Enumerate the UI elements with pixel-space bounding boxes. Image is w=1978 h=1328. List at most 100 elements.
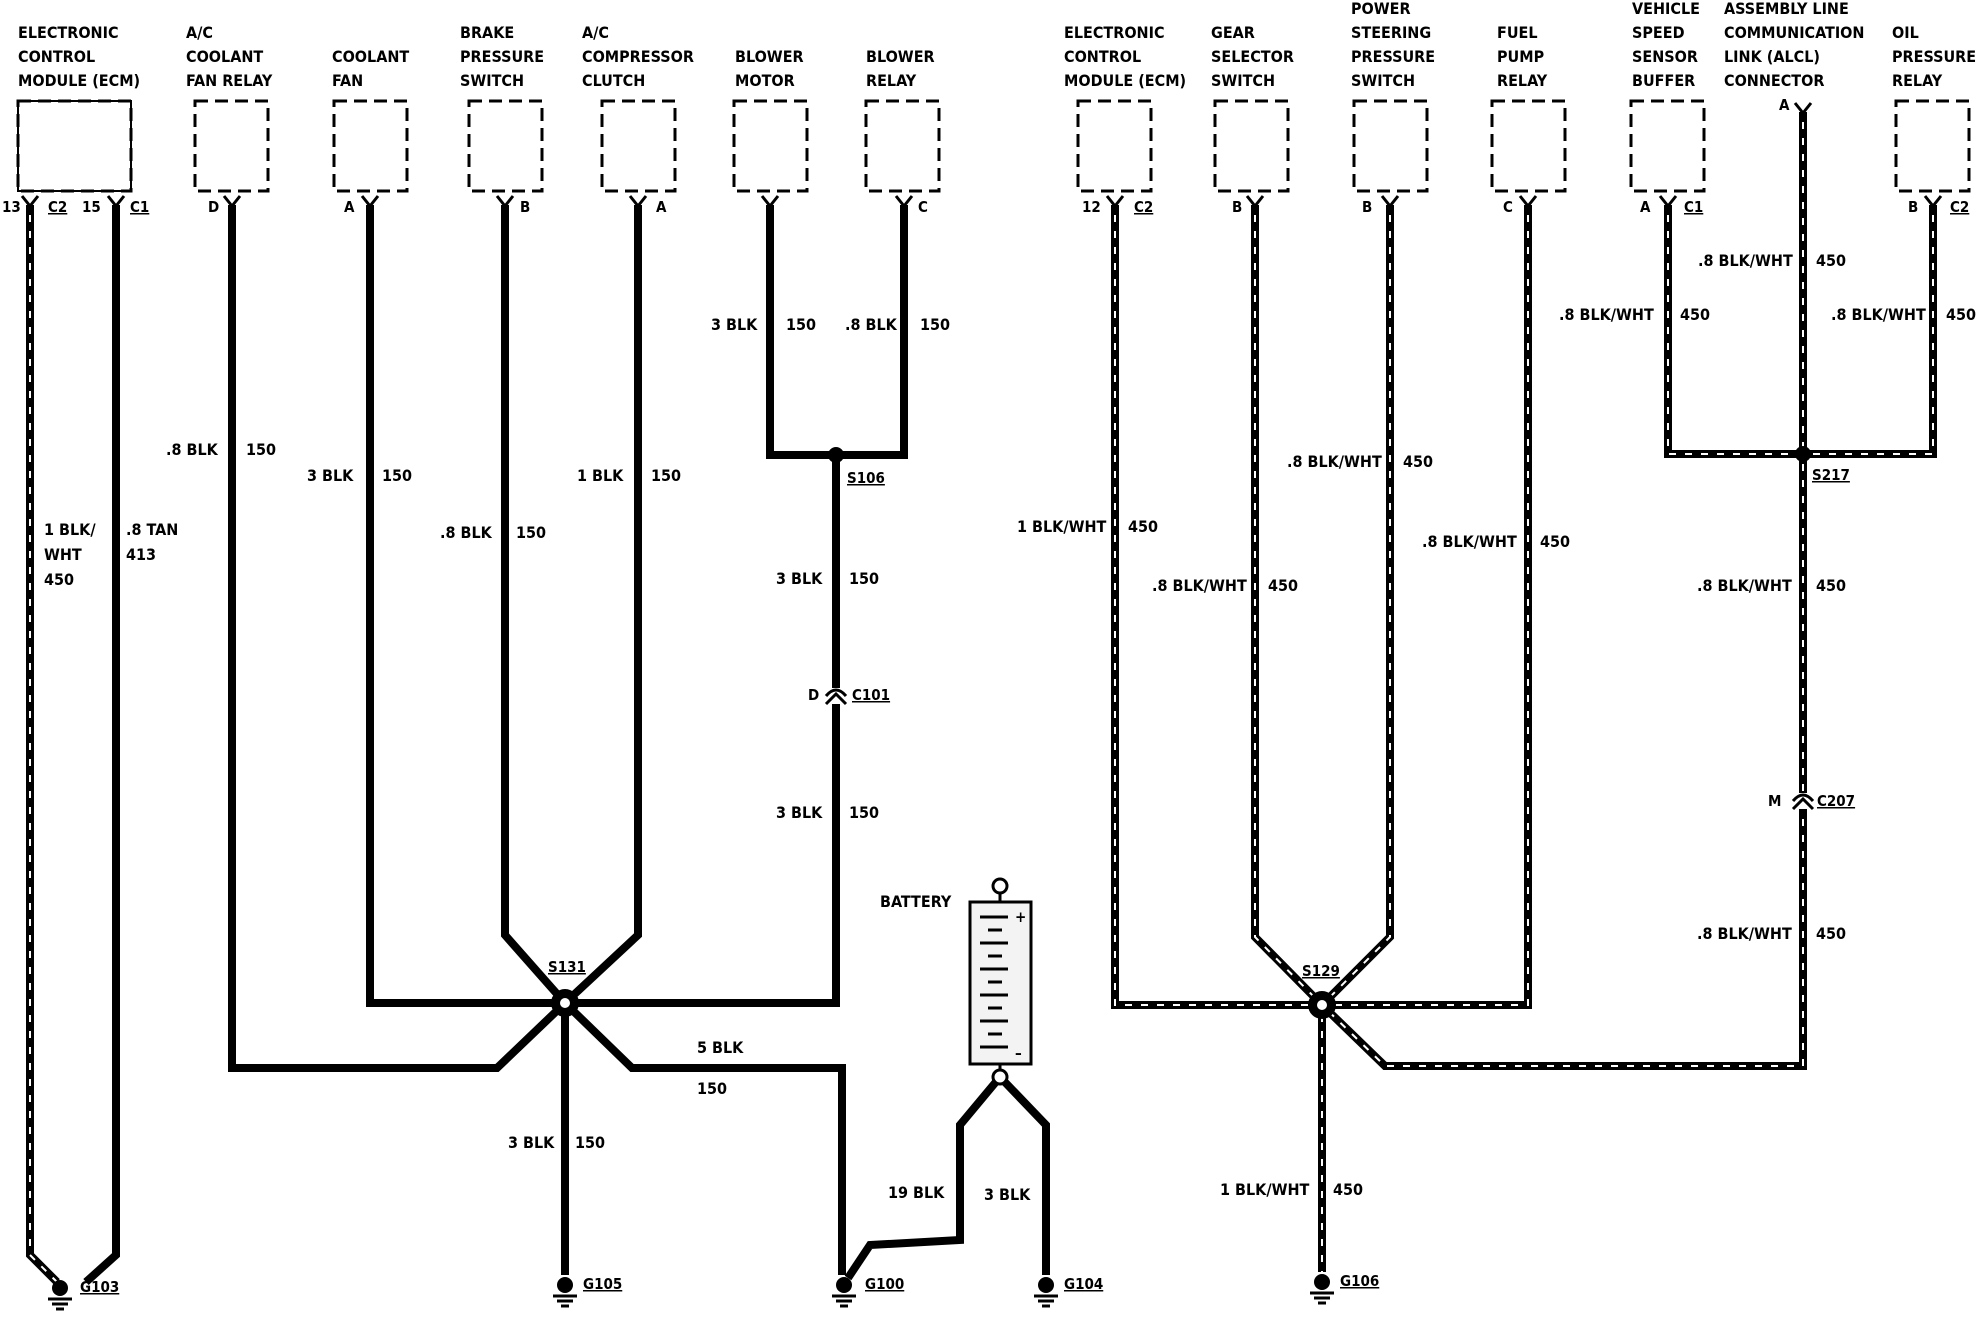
svg-text:C: C bbox=[918, 198, 928, 216]
svg-text:G105: G105 bbox=[583, 1275, 622, 1293]
ground-g100: G100 bbox=[832, 1275, 904, 1308]
svg-text:C2: C2 bbox=[1950, 198, 1969, 216]
svg-text:450: 450 bbox=[1680, 305, 1710, 324]
svg-text:A: A bbox=[344, 198, 355, 216]
svg-text:GEAR: GEAR bbox=[1211, 23, 1255, 42]
wire-blower-relay-s106 bbox=[836, 205, 908, 459]
svg-text:450: 450 bbox=[1540, 532, 1570, 551]
svg-text:A: A bbox=[1779, 96, 1790, 114]
ground-g105: G105 bbox=[553, 1275, 622, 1308]
svg-text:150: 150 bbox=[786, 315, 816, 334]
svg-text:A: A bbox=[1640, 198, 1651, 216]
svg-text:ELECTRONIC: ELECTRONIC bbox=[1064, 23, 1165, 42]
svg-text:LINK (ALCL): LINK (ALCL) bbox=[1724, 47, 1820, 66]
svg-text:.8 BLK/WHT: .8 BLK/WHT bbox=[1697, 924, 1792, 943]
svg-text:RELAY: RELAY bbox=[1892, 71, 1943, 90]
wire-labels: 1 BLK/ WHT 450 .8 TAN 413 .8 BLK 150 3 B… bbox=[44, 251, 1976, 1204]
svg-text:.8 BLK/WHT: .8 BLK/WHT bbox=[1698, 251, 1793, 270]
pin-labels: 13 C2 15 C1 D A B A C 12 C2 B B C A C1 A… bbox=[2, 96, 1969, 216]
svg-text:MOTOR: MOTOR bbox=[735, 71, 795, 90]
alcl-connector-label: ASSEMBLY LINE COMMUNICATION LINK (ALCL) … bbox=[1724, 0, 1864, 90]
wire-gear-selector-s129 bbox=[1251, 205, 1325, 1008]
coolant-fan-label: COOLANT FAN bbox=[332, 47, 409, 90]
svg-text:BUFFER: BUFFER bbox=[1632, 71, 1695, 90]
ecm-left-label: ELECTRONIC CONTROL MODULE (ECM) bbox=[18, 23, 140, 90]
svg-text:5 BLK: 5 BLK bbox=[697, 1038, 744, 1057]
svg-text:C: C bbox=[1503, 198, 1513, 216]
svg-text:B: B bbox=[1232, 198, 1242, 216]
svg-text:450: 450 bbox=[1268, 576, 1298, 595]
right-wires bbox=[1111, 112, 1937, 1272]
svg-text:C2: C2 bbox=[1134, 198, 1153, 216]
svg-text:MODULE (ECM): MODULE (ECM) bbox=[1064, 71, 1186, 90]
ground-g103: G103 bbox=[48, 1278, 119, 1311]
svg-text:150: 150 bbox=[382, 466, 412, 485]
svg-text:+: + bbox=[1015, 908, 1026, 926]
svg-text:C2: C2 bbox=[48, 198, 67, 216]
svg-text:.8 BLK/WHT: .8 BLK/WHT bbox=[1422, 532, 1517, 551]
svg-text:450: 450 bbox=[1128, 517, 1158, 536]
svg-text:3 BLK: 3 BLK bbox=[984, 1185, 1031, 1204]
splice-s106 bbox=[828, 447, 844, 463]
ground-g106: G106 bbox=[1310, 1272, 1379, 1305]
svg-text:1 BLK: 1 BLK bbox=[577, 466, 624, 485]
ac-compressor-clutch-label: A/C COMPRESSOR CLUTCH bbox=[582, 23, 694, 90]
svg-text:.8 BLK/WHT: .8 BLK/WHT bbox=[1559, 305, 1654, 324]
svg-text:CLUTCH: CLUTCH bbox=[582, 71, 645, 90]
pin-terminals bbox=[20, 102, 1943, 209]
svg-text:SWITCH: SWITCH bbox=[1351, 71, 1415, 90]
svg-text:FAN RELAY: FAN RELAY bbox=[186, 71, 273, 90]
svg-text:450: 450 bbox=[1333, 1180, 1363, 1199]
svg-text:3 BLK: 3 BLK bbox=[776, 569, 823, 588]
wire-ac-relay-s131 bbox=[228, 205, 568, 1072]
svg-text:.8 BLK: .8 BLK bbox=[845, 315, 898, 334]
svg-text:RELAY: RELAY bbox=[1497, 71, 1548, 90]
svg-text:A: A bbox=[656, 198, 667, 216]
svg-text:RELAY: RELAY bbox=[866, 71, 917, 90]
svg-text:CONTROL: CONTROL bbox=[1064, 47, 1141, 66]
svg-text:1 BLK/: 1 BLK/ bbox=[44, 520, 96, 539]
wire-c101-s131 bbox=[565, 704, 840, 1007]
wire-fuel-pump-s129 bbox=[1322, 205, 1532, 1009]
wire-ecm12-s129 bbox=[1111, 205, 1322, 1009]
component-labels: ELECTRONIC CONTROL MODULE (ECM) A/C COOL… bbox=[18, 0, 1976, 90]
wire-ecm15-g103 bbox=[83, 205, 120, 1285]
svg-text:B: B bbox=[520, 198, 530, 216]
svg-text:VEHICLE: VEHICLE bbox=[1632, 0, 1700, 18]
svg-text:COOLANT: COOLANT bbox=[186, 47, 263, 66]
oil-pressure-relay-label: OIL PRESSURE RELAY bbox=[1892, 23, 1976, 90]
svg-text:PRESSURE: PRESSURE bbox=[1351, 47, 1435, 66]
svg-text:3 BLK: 3 BLK bbox=[508, 1133, 555, 1152]
svg-text:PRESSURE: PRESSURE bbox=[1892, 47, 1976, 66]
blower-relay-label: BLOWER RELAY bbox=[866, 47, 935, 90]
svg-text:15: 15 bbox=[82, 198, 101, 216]
svg-text:.8 BLK: .8 BLK bbox=[166, 440, 219, 459]
svg-text:PUMP: PUMP bbox=[1497, 47, 1544, 66]
svg-text:.8 BLK/WHT: .8 BLK/WHT bbox=[1287, 452, 1382, 471]
svg-text:450: 450 bbox=[1946, 305, 1976, 324]
svg-text:G104: G104 bbox=[1064, 1275, 1103, 1293]
svg-text:.8 BLK/WHT: .8 BLK/WHT bbox=[1697, 576, 1792, 595]
power-steering-pressure-switch-label: POWER STEERING PRESSURE SWITCH bbox=[1351, 0, 1435, 90]
svg-text:C1: C1 bbox=[1684, 198, 1703, 216]
svg-text:19 BLK: 19 BLK bbox=[888, 1183, 945, 1202]
svg-text:1 BLK/WHT: 1 BLK/WHT bbox=[1220, 1180, 1310, 1199]
svg-text:450: 450 bbox=[1816, 576, 1846, 595]
wire-battery-g104 bbox=[997, 1074, 1050, 1275]
svg-text:BRAKE: BRAKE bbox=[460, 23, 514, 42]
svg-text:150: 150 bbox=[697, 1079, 727, 1098]
svg-text:B: B bbox=[1908, 198, 1918, 216]
svg-text:3 BLK: 3 BLK bbox=[307, 466, 354, 485]
connector-c101: D C101 bbox=[808, 686, 890, 706]
svg-text:SENSOR: SENSOR bbox=[1632, 47, 1698, 66]
inline-connectors: D C101 M C207 bbox=[808, 686, 1855, 811]
svg-text:150: 150 bbox=[920, 315, 950, 334]
fuel-pump-relay-label: FUEL PUMP RELAY bbox=[1497, 23, 1548, 90]
svg-text:D: D bbox=[208, 198, 219, 216]
wire-oil-relay-s217 bbox=[1803, 205, 1937, 458]
ac-coolant-fan-relay-label: A/C COOLANT FAN RELAY bbox=[186, 23, 273, 90]
grounds: G103 G105 G100 G104 G106 bbox=[48, 1272, 1379, 1311]
svg-text:1 BLK/WHT: 1 BLK/WHT bbox=[1017, 517, 1107, 536]
svg-text:C207: C207 bbox=[1817, 792, 1855, 810]
svg-text:WHT: WHT bbox=[44, 545, 82, 564]
